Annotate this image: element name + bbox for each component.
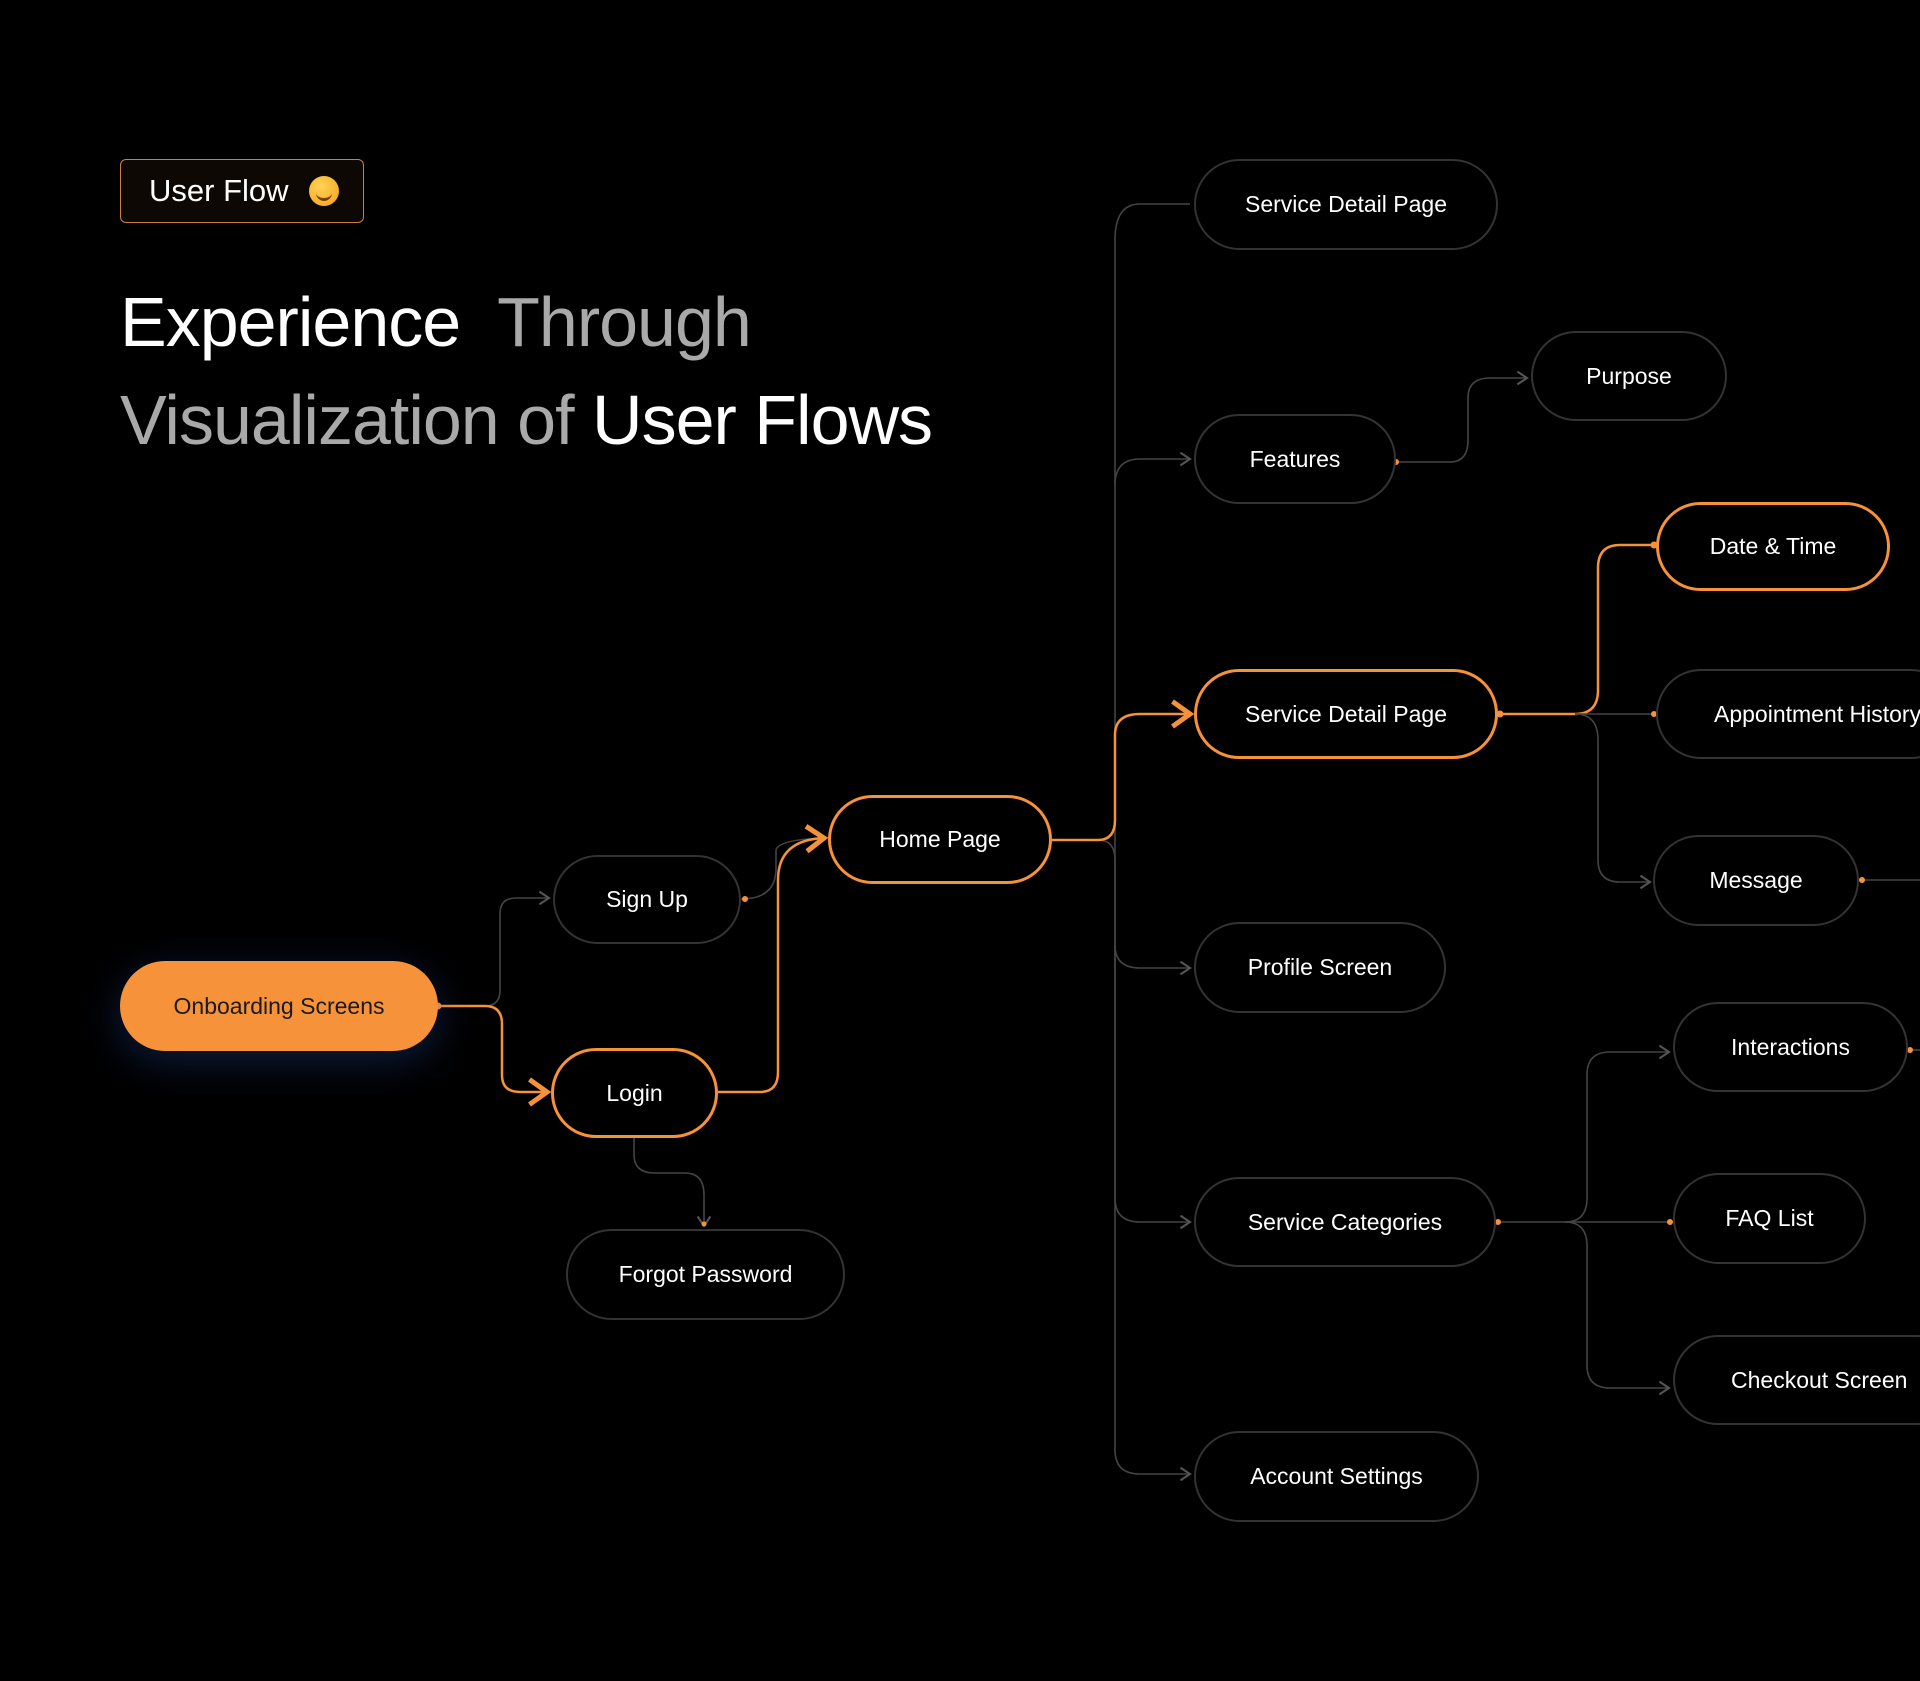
node-appointment-history[interactable]: Appointment History	[1656, 669, 1920, 759]
node-label: Onboarding Screens	[173, 992, 385, 1019]
node-onboarding-screens[interactable]: Onboarding Screens	[120, 961, 438, 1051]
link-service-message	[1574, 713, 1652, 890]
link-service-date	[1498, 543, 1654, 716]
headline-line-2: Visualization of User Flows	[120, 380, 933, 460]
node-home-page[interactable]: Home Page	[828, 795, 1052, 884]
node-label: Forgot Password	[618, 1261, 793, 1287]
node-label: Interactions	[1731, 1033, 1850, 1060]
headline-word: User Flows	[592, 381, 933, 459]
node-label: Service Detail Page	[1245, 700, 1447, 727]
node-date-time[interactable]: Date & Time	[1656, 502, 1890, 591]
link-trunk	[1114, 203, 1190, 1474]
node-message[interactable]: Message	[1653, 835, 1859, 926]
node-label: Account Settings	[1250, 1463, 1423, 1489]
link-login-forgot	[633, 1138, 712, 1228]
node-label: Purpose	[1586, 362, 1672, 389]
badge-label: User Flow	[149, 173, 289, 208]
node-purpose[interactable]: Purpose	[1531, 331, 1727, 421]
node-profile-screen[interactable]: Profile Screen	[1194, 922, 1446, 1013]
smiling-face-icon	[308, 176, 339, 206]
node-faq-list[interactable]: FAQ List	[1673, 1173, 1866, 1264]
user-flow-badge: User Flow	[120, 159, 364, 223]
node-service-detail-page-active[interactable]: Service Detail Page	[1194, 669, 1498, 759]
node-label: Checkout Screen	[1731, 1366, 1908, 1393]
headline-line-1: Experience Through	[120, 282, 752, 362]
node-label: Profile Screen	[1247, 954, 1393, 980]
node-label: Service Detail Page	[1245, 191, 1447, 217]
link-categories-checkout	[1564, 1221, 1671, 1396]
link-signup-home	[740, 837, 823, 900]
node-login[interactable]: Login	[551, 1048, 718, 1138]
headline-word: Through	[497, 283, 752, 361]
node-sign-up[interactable]: Sign Up	[553, 855, 741, 944]
node-forgot-password[interactable]: Forgot Password	[566, 1229, 845, 1320]
node-label: Date & Time	[1709, 533, 1837, 559]
node-features[interactable]: Features	[1194, 414, 1396, 504]
headline-word: Visualization of	[120, 381, 575, 459]
node-label: FAQ List	[1725, 1205, 1814, 1231]
link-home-service-detail	[1052, 699, 1195, 842]
node-interactions[interactable]: Interactions	[1673, 1002, 1908, 1092]
node-label: Service Categories	[1247, 1208, 1443, 1235]
node-label: Home Page	[879, 826, 1001, 852]
node-checkout-screen[interactable]: Checkout Screen	[1673, 1335, 1920, 1425]
link-features-purpose	[1396, 370, 1529, 463]
headline-word: Experience	[120, 283, 461, 361]
link-categories-interactions	[1496, 1044, 1671, 1223]
node-label: Login	[606, 1079, 663, 1106]
node-label: Sign Up	[606, 886, 688, 912]
link-onboarding-signup	[438, 890, 551, 1007]
link-login-home	[718, 824, 829, 1094]
link-onboarding-login	[438, 1004, 552, 1107]
node-service-categories[interactable]: Service Categories	[1194, 1177, 1496, 1267]
node-label: Message	[1709, 867, 1803, 893]
node-service-detail-page[interactable]: Service Detail Page	[1194, 159, 1498, 250]
node-label: Features	[1249, 445, 1341, 472]
node-account-settings[interactable]: Account Settings	[1194, 1431, 1479, 1522]
node-label: Appointment History	[1714, 700, 1920, 727]
